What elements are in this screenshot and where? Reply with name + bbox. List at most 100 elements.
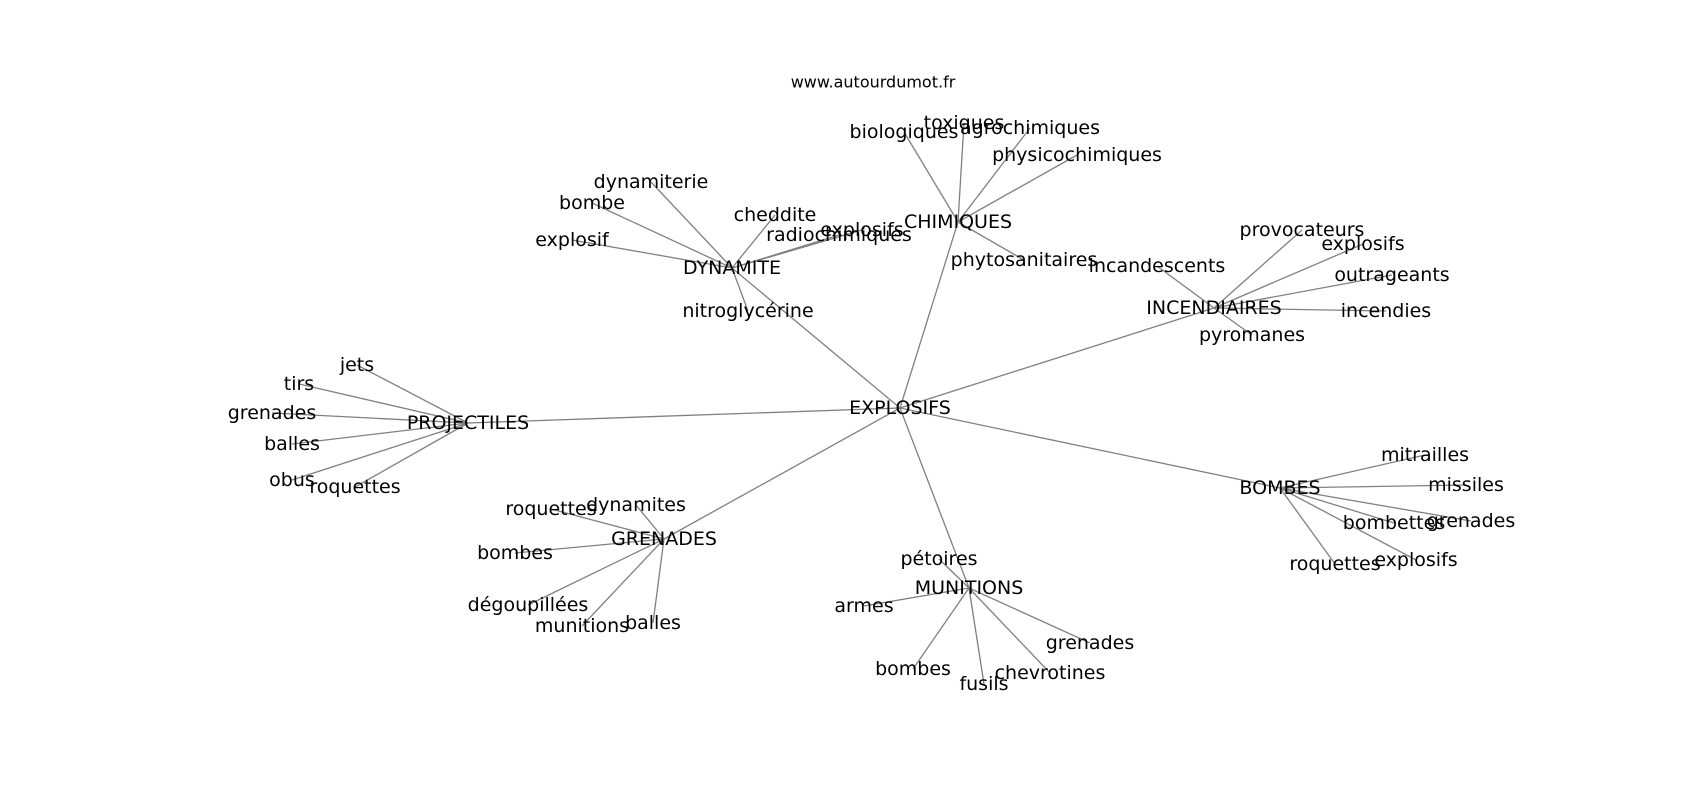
leaf-projectiles-0[interactable]: jets — [339, 354, 374, 376]
leaf-munitions-3[interactable]: fusils — [959, 673, 1008, 695]
edge-chimiques-leaf-1 — [957, 122, 965, 223]
edge-root-grenades — [663, 407, 901, 540]
edge-grenades-leaf-1 — [635, 504, 665, 540]
leaf-bombes-4[interactable]: explosifs — [1374, 549, 1457, 571]
edge-projectiles-leaf-1 — [298, 383, 469, 424]
leaf-munitions-0[interactable]: pétoires — [900, 548, 977, 570]
leaf-dynamite-0[interactable]: dynamiterie — [594, 171, 709, 193]
edge-root-dynamite — [731, 267, 901, 409]
leaf-bombes-3[interactable]: bombettes — [1343, 512, 1445, 534]
leaf-incendiaires-2[interactable]: outrageants — [1334, 264, 1449, 286]
leaf-incendiaires-0[interactable]: provocateurs — [1240, 219, 1365, 241]
leaf-grenades-2[interactable]: bombes — [477, 542, 553, 564]
leaf-chimiques-2[interactable]: agrochimiques — [960, 117, 1100, 139]
edge-dynamite-leaf-0 — [650, 181, 733, 269]
leaf-grenades-3[interactable]: dégoupillées — [468, 594, 589, 616]
leaf-projectiles-5[interactable]: roquettes — [309, 476, 400, 498]
edge-grenades-leaf-4 — [581, 538, 665, 627]
edge-munitions-leaf-3 — [968, 587, 985, 685]
edge-grenades-leaf-3 — [527, 538, 665, 606]
leaf-munitions-1[interactable]: armes — [834, 595, 893, 617]
node-incendiaires[interactable]: INCENDIAIRES — [1146, 297, 1281, 319]
edge-root-incendiaires — [899, 307, 1215, 409]
edge-chimiques-leaf-2 — [957, 127, 1031, 223]
edge-bombes-leaf-0 — [1279, 454, 1426, 489]
edge-grenades-leaf-0 — [550, 508, 665, 540]
edge-incendiaires-leaf-2 — [1213, 274, 1393, 309]
edge-munitions-leaf-5 — [968, 587, 1091, 644]
edge-munitions-leaf-1 — [863, 587, 970, 607]
edge-chimiques-leaf-0 — [903, 131, 959, 223]
edge-projectiles-leaf-5 — [354, 422, 469, 488]
edge-bombes-leaf-3 — [1279, 487, 1395, 524]
node-chimiques[interactable]: CHIMIQUES — [904, 211, 1012, 233]
edges-layer — [271, 122, 1472, 685]
edge-munitions-leaf-4 — [968, 587, 1051, 674]
site-url[interactable]: www.autourdumot.fr — [791, 73, 956, 92]
leaf-munitions-2[interactable]: bombes — [875, 658, 951, 680]
edge-projectiles-leaf-0 — [356, 364, 469, 424]
leaf-bombes-0[interactable]: mitrailles — [1381, 444, 1469, 466]
leaf-dynamite-6[interactable]: nitroglycérine — [682, 300, 813, 322]
edge-grenades-leaf-2 — [514, 538, 665, 554]
edge-root-projectiles — [467, 407, 901, 424]
leaf-dynamite-1[interactable]: bombe — [559, 192, 625, 214]
edge-dynamite-leaf-5 — [731, 234, 840, 269]
edge-munitions-leaf-2 — [912, 587, 970, 670]
node-munitions[interactable]: MUNITIONS — [915, 577, 1024, 599]
edge-chimiques-leaf-3 — [957, 154, 1078, 223]
edge-incendiaires-leaf-1 — [1213, 243, 1364, 309]
leaf-munitions-4[interactable]: chevrotines — [995, 662, 1106, 684]
edge-incendiaires-leaf-3 — [1213, 307, 1387, 312]
node-projectiles[interactable]: PROJECTILES — [407, 412, 529, 434]
leaf-incendiaires-4[interactable]: incandescents — [1089, 255, 1226, 277]
edge-incendiaires-leaf-4 — [1156, 265, 1215, 309]
leaf-grenades-0[interactable]: roquettes — [505, 498, 596, 520]
leaf-projectiles-3[interactable]: balles — [264, 433, 320, 455]
edge-bombes-leaf-5 — [1279, 487, 1336, 565]
leaf-incendiaires-3[interactable]: incendies — [1341, 300, 1431, 322]
leaf-bombes-2[interactable]: grenades — [1427, 510, 1515, 532]
edge-projectiles-leaf-4 — [291, 422, 469, 481]
leaf-bombes-5[interactable]: roquettes — [1289, 553, 1380, 575]
leaf-chimiques-4[interactable]: phytosanitaires — [951, 249, 1098, 271]
edge-bombes-leaf-1 — [1279, 484, 1467, 489]
leaf-grenades-1[interactable]: dynamites — [586, 494, 686, 516]
edge-dynamite-leaf-3 — [731, 214, 776, 269]
leaf-dynamite-3[interactable]: cheddite — [734, 204, 817, 226]
node-dynamite[interactable]: DYNAMITE — [683, 257, 781, 279]
edge-projectiles-leaf-3 — [291, 422, 469, 445]
leaf-chimiques-0[interactable]: biologiques — [850, 121, 959, 143]
leaf-grenades-4[interactable]: munitions — [535, 615, 629, 637]
edge-munitions-leaf-0 — [938, 558, 970, 589]
leaf-munitions-5[interactable]: grenades — [1046, 632, 1134, 654]
leaf-projectiles-2[interactable]: grenades — [228, 402, 316, 424]
leaf-bombes-1[interactable]: missiles — [1428, 474, 1504, 496]
node-root[interactable]: EXPLOSIFS — [849, 397, 951, 419]
edge-incendiaires-leaf-5 — [1213, 307, 1253, 336]
leaf-dynamite-4[interactable]: explosifs — [820, 219, 903, 241]
leaf-chimiques-3[interactable]: physicochimiques — [992, 144, 1162, 166]
edge-root-bombes — [899, 407, 1281, 489]
node-grenades[interactable]: GRENADES — [611, 528, 717, 550]
edge-grenades-leaf-5 — [652, 538, 665, 624]
edge-dynamite-leaf-1 — [591, 202, 733, 269]
leaf-incendiaires-1[interactable]: explosifs — [1321, 233, 1404, 255]
edge-bombes-leaf-4 — [1279, 487, 1417, 561]
leaf-chimiques-1[interactable]: toxiques — [924, 112, 1005, 134]
leaf-grenades-5[interactable]: balles — [625, 612, 681, 634]
edge-projectiles-leaf-2 — [271, 412, 469, 424]
leaf-dynamite-2[interactable]: explosif — [535, 229, 610, 251]
leaf-projectiles-4[interactable]: obus — [269, 469, 315, 491]
leaf-projectiles-1[interactable]: tirs — [284, 373, 314, 395]
node-bombes[interactable]: BOMBES — [1239, 477, 1320, 499]
edge-root-chimiques — [899, 221, 959, 409]
edge-chimiques-leaf-4 — [957, 221, 1025, 261]
edge-dynamite-leaf-2 — [571, 239, 733, 269]
leaf-incendiaires-5[interactable]: pyromanes — [1199, 324, 1305, 346]
edge-incendiaires-leaf-0 — [1213, 229, 1303, 309]
leaf-dynamite-5[interactable]: radiochimiques — [766, 224, 912, 246]
edge-root-munitions — [899, 407, 970, 589]
edge-bombes-leaf-2 — [1279, 487, 1472, 522]
